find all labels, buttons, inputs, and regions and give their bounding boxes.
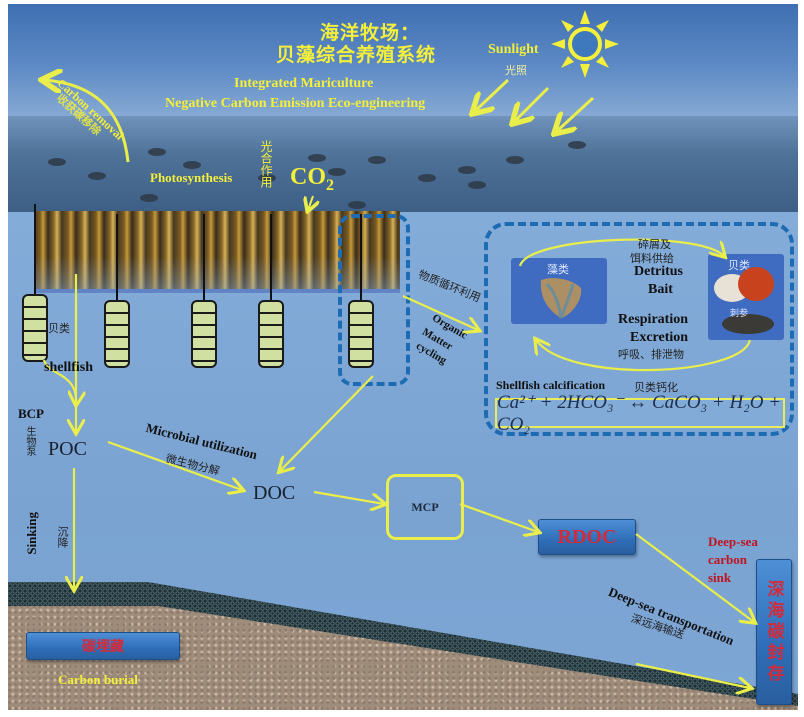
buoy [568,141,586,149]
title-en-line2: Negative Carbon Emission Eco-engineering [165,96,426,111]
sky-background [8,4,798,116]
scallop-icon [714,267,774,334]
deep-sink-label-3: sink [708,570,732,585]
respiration-label: Respiration [618,312,688,327]
cage-to-doc-arrow [280,375,374,471]
shellfish-label: shellfish [44,360,94,375]
doc-to-mcp-arrow [313,490,384,504]
buoy [418,174,436,182]
buoy [458,166,476,174]
shellfish-label-zh: 贝类 [48,323,70,335]
detritus-label-zh-1: 碎屑及 [638,239,671,251]
title-zh-line2: 贝藻综合养殖系统 [276,45,437,66]
microbial-arrow [107,440,242,490]
photosynthesis-label: Photosynthesis [150,170,233,185]
sunlight-arrow [514,86,550,122]
title-zh-line1: 海洋牧场： [320,23,421,44]
buoy [88,172,106,180]
sun-icon [551,10,619,78]
co2-text: CO [290,164,326,190]
carbon-burial-label: Carbon burial [58,672,138,687]
diagram-canvas: 藻类 贝类 刺参 Ca²⁺ + 2HCO₃⁻ ↔ CaCO₃ + H₂O + C… [8,4,798,710]
hanging-rope [34,204,36,294]
co2-subscript: 2 [326,176,334,194]
co2-label: CO2 [290,164,334,195]
burial-to-sink-arrow [635,662,750,688]
sunlight-label-zh: 光照 [505,65,527,77]
bcp-label-zh: 生物泵 [24,426,35,456]
shellfish-cage [104,300,130,368]
hanging-rope [360,214,362,300]
bcp-label: BCP [18,406,44,421]
detritus-arrow [518,238,724,267]
buoy [328,168,346,176]
shellfish-cage [22,294,48,362]
title-en-line1: Integrated Mariculture [234,76,374,91]
sea-cucumber-label: 刺参 [730,308,749,318]
sunlight-arrow [556,96,595,132]
detritus-label-zh-2: 饵料供给 [630,253,674,265]
buoy [183,161,201,169]
rdoc-node: RDOC [538,519,636,555]
hanging-rope [203,214,205,300]
buoy [506,156,524,164]
poc-node: POC [48,438,87,460]
buoy [140,194,158,202]
sinking-label: Sinking [24,512,39,555]
buoy [308,154,326,162]
sinking-label-zh: 沉降 [56,526,68,548]
carbon-burial-box: 碳埋藏 [26,632,180,660]
co2-arrow [308,195,313,210]
respiration-arrow [536,340,752,372]
shellfish-cage [258,300,284,368]
excretion-label: Excretion [630,330,689,345]
kelp-icon [540,278,582,319]
shellfish-photo: 贝类 刺参 [708,254,784,340]
sunlight-label: Sunlight [488,42,539,57]
sunlight-arrow [474,78,510,112]
sea-surface-photo [8,116,798,212]
buoy [468,181,486,189]
deep-sink-label-1: Deep-sea [708,534,758,549]
organic-cycling-arrow [402,294,478,330]
integrated-culture-box [484,222,794,436]
doc-node: DOC [253,482,296,504]
calcification-label-zh: 贝类钙化 [634,382,678,394]
photosynthesis-label-zh: 光合作用 [259,140,273,188]
detritus-label: Detritus [634,264,683,279]
highlight-cage-box [338,214,410,386]
mcp-to-rdoc-arrow [459,502,538,532]
algae-label: 藻类 [547,264,569,276]
shellfish-cage [348,300,374,368]
shellfish-photo-label: 贝类 [728,260,750,272]
buoy [258,174,276,182]
bait-label: Bait [648,282,673,297]
respiration-label-zh: 呼吸、排泄物 [618,349,684,361]
flow-arrows [8,10,798,710]
hanging-rope [270,214,272,300]
deep-sink-label-2: carbon [708,552,747,567]
calcification-label: Shellfish calcification [496,378,605,392]
buoy [48,158,66,166]
buoy [368,156,386,164]
shellfish-cage [191,300,217,368]
algae-photo: 藻类 [511,258,607,324]
rdoc-to-sink-arrow [635,533,754,622]
buoy [348,201,366,209]
buoy [148,148,166,156]
hanging-rope [116,214,118,300]
deep-sea-sink-box: 深海碳封存 [756,559,792,705]
carbon-removal-arrow [44,80,130,163]
